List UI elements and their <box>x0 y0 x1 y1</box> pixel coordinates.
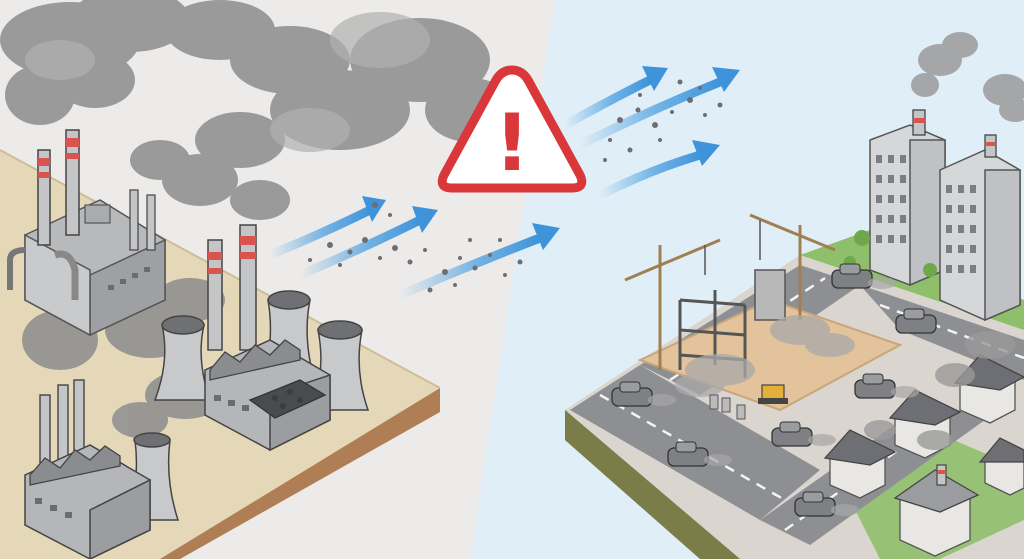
factory-front <box>24 379 180 559</box>
wind-arrow-icon <box>560 66 668 130</box>
particles <box>308 79 723 293</box>
house <box>823 429 897 499</box>
car <box>771 421 813 447</box>
car <box>794 491 836 517</box>
cars <box>611 263 937 517</box>
warning-triangle-icon: ! <box>437 65 587 193</box>
wind-arrows <box>265 66 740 300</box>
wind-arrow-icon <box>265 196 386 260</box>
wind-arrow-icon <box>395 223 560 300</box>
warning-symbol: ! <box>494 99 530 189</box>
bulldozer <box>758 384 788 404</box>
office-buildings <box>844 32 1024 322</box>
factory-middle <box>153 224 370 452</box>
car <box>854 373 896 399</box>
car <box>611 381 653 407</box>
wind-arrow-icon <box>575 67 740 150</box>
car <box>895 308 937 334</box>
houses <box>823 331 1024 557</box>
construction-site <box>624 213 903 420</box>
wind-arrow-icon <box>295 206 438 280</box>
car <box>667 441 709 467</box>
house <box>893 464 980 557</box>
house <box>953 354 1024 424</box>
factory-back <box>7 129 166 337</box>
wind-arrow-icon <box>595 140 720 200</box>
house <box>978 437 1024 496</box>
